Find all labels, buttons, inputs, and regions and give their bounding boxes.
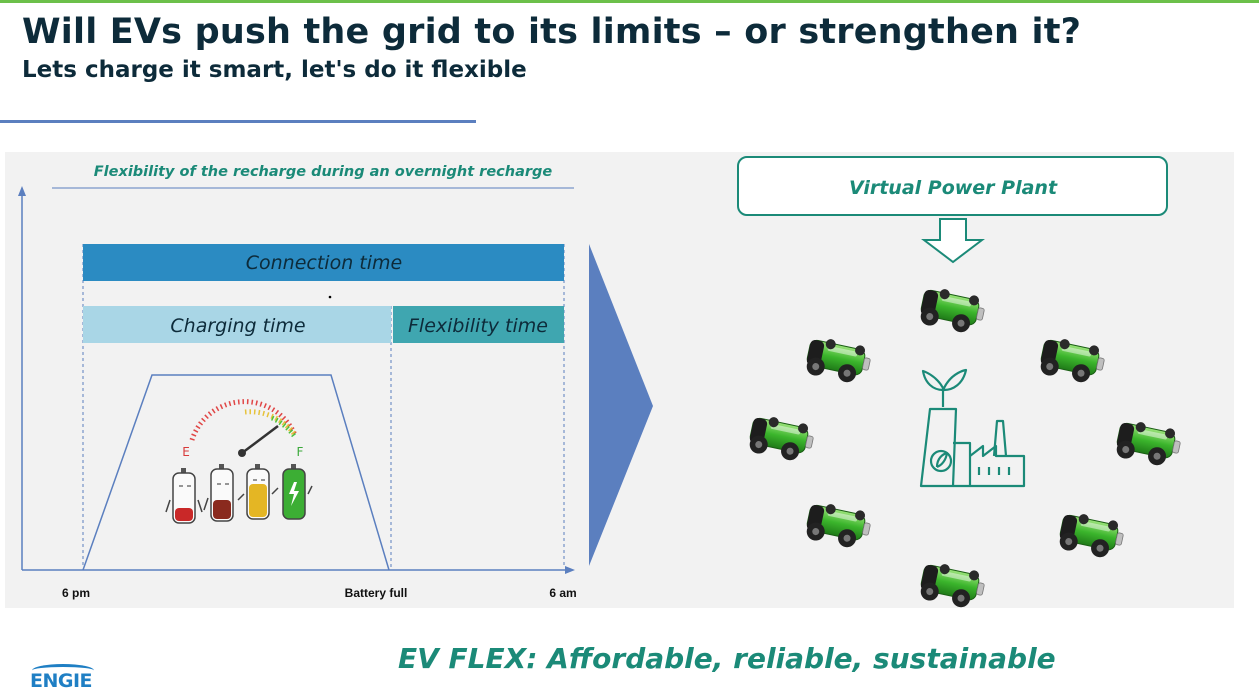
logo-wordmark: ENGIE — [30, 670, 93, 692]
title-underline — [0, 120, 476, 123]
battery-low-icon — [203, 464, 234, 522]
gauge-full-label: F — [297, 445, 304, 459]
battery-gauge-illustration: E F — [165, 399, 313, 524]
stray-dot — [328, 295, 332, 299]
gauge-needle — [241, 425, 279, 454]
battery-car-icon — [1113, 417, 1184, 470]
down-arrow-icon — [921, 218, 985, 264]
battery-full-icon — [282, 464, 313, 520]
battery-medium-icon — [237, 464, 279, 520]
x-axis — [22, 566, 575, 574]
flexibility-time-label: Flexibility time — [408, 315, 548, 337]
page-subtitle: Lets charge it smart, let's do it flexib… — [22, 57, 527, 83]
battery-empty-icon — [165, 468, 203, 524]
logo-arc — [32, 664, 94, 677]
charging-time-label: Charging time — [170, 315, 305, 337]
top-accent-line — [0, 0, 1259, 3]
battery-car-icon — [803, 334, 874, 387]
battery-car-icon — [917, 284, 988, 337]
y-axis — [18, 186, 26, 570]
vpp-box — [737, 156, 1168, 216]
vpp-label: Virtual Power Plant — [849, 177, 1058, 199]
page-title: Will EVs push the grid to its limits – o… — [22, 12, 1082, 52]
x-label-end: 6 am — [549, 586, 576, 600]
gauge-ticks — [189, 399, 298, 441]
factory-leaf-icon — [919, 368, 1026, 488]
x-label-start: 6 pm — [62, 586, 90, 600]
battery-car-icon — [746, 412, 817, 465]
battery-car-icon — [917, 559, 988, 612]
flexibility-time-bar — [393, 306, 564, 343]
battery-car-icon — [1056, 509, 1127, 562]
charging-time-bar — [83, 306, 391, 343]
charging-power-profile — [82, 374, 390, 571]
battery-car-icon — [803, 499, 874, 552]
engie-logo: ENGIE — [30, 664, 100, 692]
x-label-battery-full: Battery full — [345, 586, 408, 600]
transition-arrow-icon — [589, 244, 653, 566]
battery-car-icon — [1037, 334, 1108, 387]
footer-slogan: EV FLEX: Affordable, reliable, sustainab… — [398, 642, 1056, 675]
chart-heading: Flexibility of the recharge during an ov… — [94, 164, 553, 180]
gauge-empty-label: E — [182, 445, 190, 459]
gauge-pivot — [238, 449, 246, 457]
connection-time-bar — [83, 244, 564, 281]
connection-time-label: Connection time — [246, 252, 402, 274]
